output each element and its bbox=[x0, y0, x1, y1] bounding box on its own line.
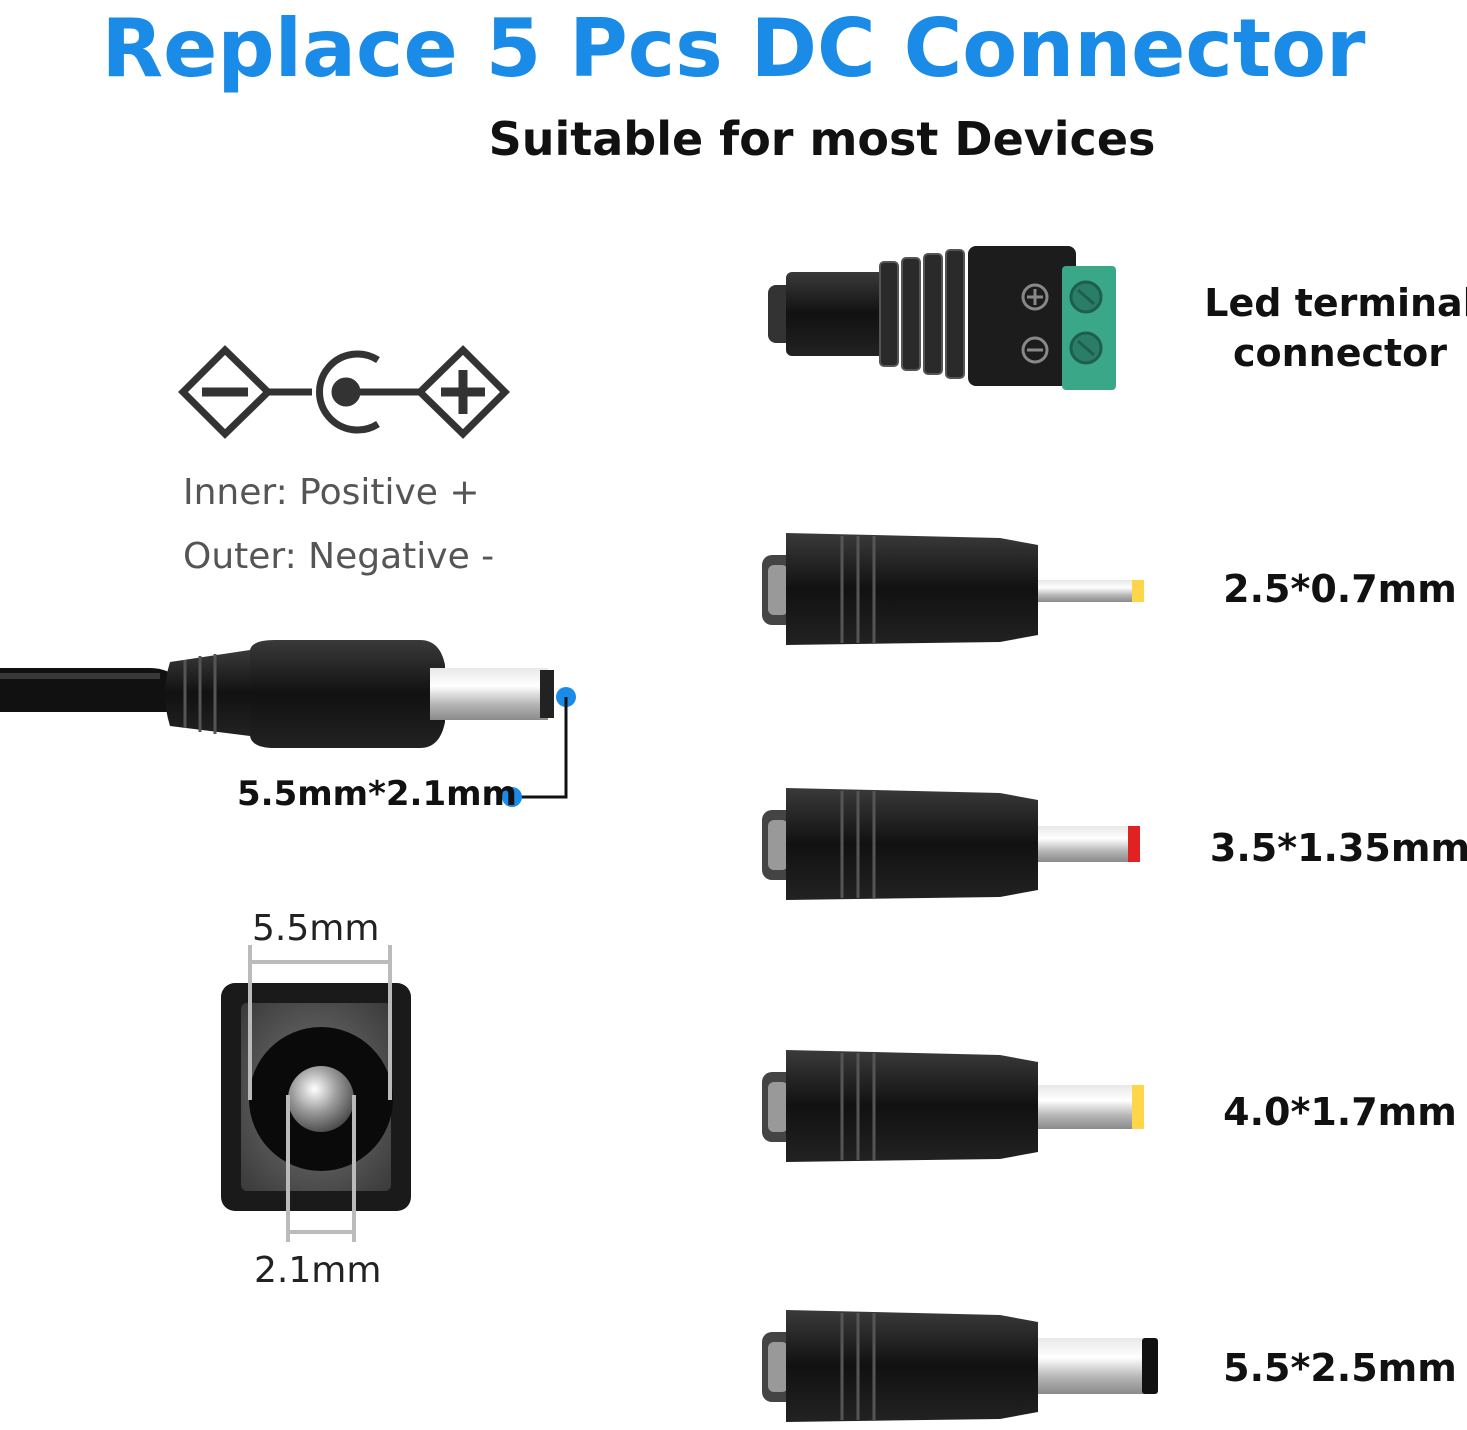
socket-inner-label: 2.1mm bbox=[254, 1250, 382, 1291]
page-title: Replace 5 Pcs DC Connector bbox=[101, 2, 1366, 95]
main-dc-plug bbox=[0, 640, 576, 807]
page-subtitle: Suitable for most Devices bbox=[488, 112, 1156, 166]
adapter-label-line1: Led terminal bbox=[1204, 281, 1467, 325]
adapter-label-line2: connector bbox=[1232, 331, 1448, 375]
adapter-label-2-5x0-7: 2.5*0.7mm bbox=[1223, 567, 1457, 611]
polarity-inner: Inner: Positive + bbox=[183, 472, 480, 513]
adapter-5-5x2-5 bbox=[762, 1310, 1158, 1422]
adapter-label-5-5x2-5: 5.5*2.5mm bbox=[1223, 1346, 1457, 1390]
adapter-label-3-5x1-35: 3.5*1.35mm bbox=[1209, 826, 1467, 870]
adapter-4-0x1-7 bbox=[762, 1050, 1144, 1162]
adapter-label-led-terminal: Led terminal connector bbox=[1190, 278, 1467, 378]
adapter-2-5x0-7 bbox=[762, 533, 1144, 645]
main-plug-label: 5.5mm*2.1mm bbox=[237, 774, 517, 814]
adapter-label-4-0x1-7: 4.0*1.7mm bbox=[1223, 1090, 1457, 1134]
adapter-3-5x1-35 bbox=[762, 788, 1140, 900]
socket-front-view bbox=[221, 945, 411, 1242]
polarity-symbol-icon bbox=[178, 345, 510, 439]
led-terminal-connector bbox=[768, 246, 1116, 390]
polarity-outer: Outer: Negative - bbox=[183, 536, 495, 577]
socket-outer-label: 5.5mm bbox=[252, 908, 380, 949]
